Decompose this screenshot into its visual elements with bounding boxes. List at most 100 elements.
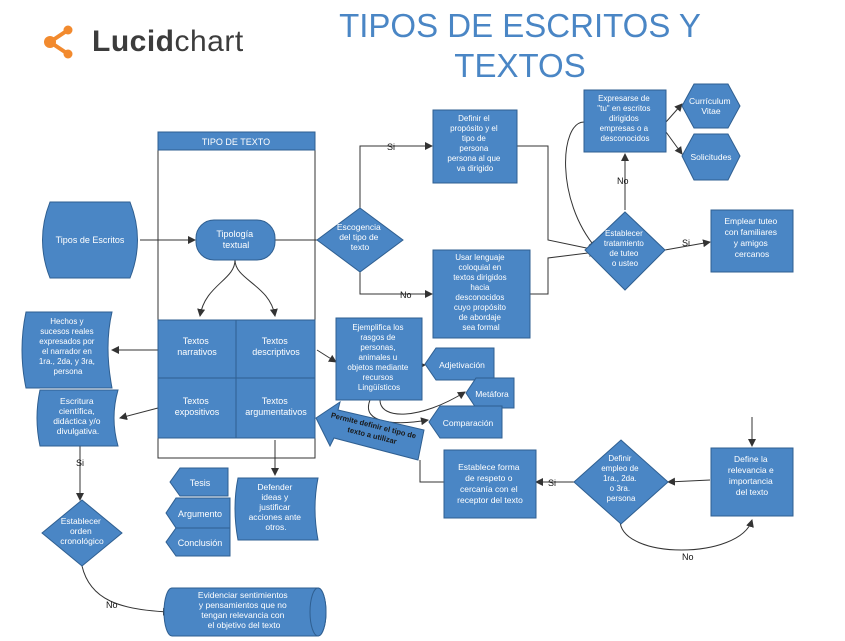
- node-emplear-tuteo[interactable]: Emplear tuteo con familiares y amigos ce…: [710, 209, 794, 273]
- node-define-relevancia[interactable]: Define la relevancia e importancia del t…: [710, 447, 794, 517]
- empleo-line-3: 1ra., 2da.: [603, 474, 637, 483]
- tipologia-line-1: Tipología: [216, 229, 253, 239]
- node-establecer-tratamiento[interactable]: Establecer tratamiento de tuteo o usteo: [584, 211, 666, 291]
- node-metafora[interactable]: Metáfora: [465, 377, 515, 409]
- empleo-line-2: empleo de: [601, 464, 639, 473]
- node-textos-descriptivos[interactable]: Textos descriptivos: [235, 319, 316, 379]
- node-definir-empleo[interactable]: Definir empleo de 1ra., 2da. o 3ra. pers…: [573, 439, 669, 525]
- hechos-line-1: Hechos y: [50, 317, 83, 326]
- node-escogencia[interactable]: Escogencia del tipo de texto: [316, 207, 404, 273]
- edge-label-no-tratamiento: No: [617, 176, 629, 186]
- argumentativos-line-1: Textos: [262, 396, 289, 406]
- node-usar-lenguaje[interactable]: Usar lenguaje coloquial en textos dirigi…: [432, 249, 531, 339]
- node-evidenciar[interactable]: Evidenciar sentimientos y pensamientos q…: [163, 587, 327, 637]
- logo-word-lucid: Lucid: [92, 25, 175, 58]
- node-ejemplifica[interactable]: Ejemplifica los rasgos de personas, anim…: [335, 317, 423, 401]
- node-definir-proposito[interactable]: Definir el propósito y el tipo de person…: [432, 109, 518, 184]
- ejemplifica-line-1: Ejemplifica los: [352, 323, 403, 332]
- hechos-line-4: el narrador en: [42, 347, 92, 356]
- node-curriculum-vitae[interactable]: Currículum Vitae: [681, 83, 741, 129]
- argumentativos-line-2: argumentativos: [245, 407, 307, 417]
- emplear-tuteo-line-3: y amigos: [734, 238, 768, 248]
- escogencia-line-2: del tipo de: [339, 232, 378, 242]
- forma-line-3: cercanía con el: [460, 484, 518, 494]
- descriptivos-line-2: descriptivos: [252, 347, 300, 357]
- node-comparacion[interactable]: Comparación: [428, 405, 503, 439]
- evidenciar-label: Evidenciar sentimientos y pensamientos q…: [198, 590, 290, 630]
- lucidchart-logo-icon: [44, 25, 73, 59]
- usar-lenguaje-line-5: desconocidos: [455, 293, 504, 302]
- tratamiento-line-2: tratamiento: [604, 239, 645, 248]
- node-hechos-sucesos[interactable]: Hechos y sucesos reales expresados por e…: [21, 311, 113, 389]
- usar-lenguaje-line-6: cuyo propósito: [454, 303, 507, 312]
- node-curriculum-label: Currículum Vitae: [689, 96, 733, 116]
- usar-lenguaje-line-8: sea formal: [462, 323, 500, 332]
- escritura-label: Escritura científica, didáctica y/o divu…: [53, 396, 103, 436]
- empleo-label: Definir empleo de 1ra., 2da. o 3ra. pers…: [601, 454, 641, 503]
- tipo-texto-header: TIPO DE TEXTO: [202, 137, 270, 147]
- escogencia-line-1: Escogencia: [337, 222, 381, 232]
- node-expresarse[interactable]: Expresarse de "tu" en escritos dirigidos…: [583, 89, 667, 153]
- node-argumento[interactable]: Argumento: [165, 497, 231, 529]
- node-escritura-cientifica[interactable]: Escritura científica, didáctica y/o divu…: [36, 389, 119, 447]
- node-tipos-escritos-label: Tipos de Escritos: [56, 235, 125, 245]
- node-expresarse-label: Expresarse de "tu" en escritos dirigidos…: [597, 94, 653, 143]
- tratamiento-line-1: Establecer: [605, 229, 643, 238]
- comparacion-label: Comparación: [443, 418, 494, 428]
- establecer-orden-label: Establecer orden cronológico: [60, 516, 104, 546]
- node-solicitudes[interactable]: Solicitudes: [681, 133, 741, 181]
- expresarse-line-1: Expresarse de: [598, 94, 650, 103]
- escritura-line-3: didáctica y/o: [53, 416, 101, 426]
- adjetivacion-label: Adjetivación: [439, 360, 485, 370]
- node-emplear-tuteo-label: Emplear tuteo con familiares y amigos ce…: [724, 216, 779, 259]
- usar-lenguaje-line-7: de abordaje: [459, 313, 502, 322]
- edge-label-no-empleo: No: [682, 552, 694, 562]
- node-permite-definir[interactable]: Permite definir el tipo de texto a utili…: [315, 400, 425, 461]
- ejemplifica-line-5: objetos mediante: [347, 363, 408, 372]
- defender-line-2: ideas y: [261, 492, 289, 502]
- node-escogencia-label: Escogencia del tipo de texto: [337, 222, 383, 252]
- tesis-label: Tesis: [190, 478, 211, 488]
- node-adjetivacion[interactable]: Adjetivación: [424, 347, 495, 381]
- escritura-line-1: Escritura: [60, 396, 94, 406]
- definir-proposito-line-6: va dirigido: [457, 164, 494, 173]
- node-tipos-escritos[interactable]: Tipos de Escritos: [42, 201, 138, 279]
- node-textos-narrativos[interactable]: Textos narrativos: [157, 319, 237, 379]
- node-establecer-orden[interactable]: Establecer orden cronológico: [41, 499, 123, 567]
- emplear-tuteo-line-2: con familiares: [725, 227, 777, 237]
- evidenciar-line-3: tengan relevancia con: [201, 610, 284, 620]
- edge-label-si-tratamiento: Si: [682, 238, 690, 248]
- node-solicitudes-label: Solicitudes: [690, 152, 731, 162]
- node-textos-argumentativos[interactable]: Textos argumentativos: [235, 377, 316, 439]
- node-conclusion[interactable]: Conclusión: [165, 527, 231, 557]
- node-textos-expositivos[interactable]: Textos expositivos: [157, 377, 237, 439]
- forma-line-1: Establece forma: [458, 462, 520, 472]
- emplear-tuteo-line-4: cercanos: [735, 249, 770, 259]
- orden-line-3: cronológico: [60, 536, 104, 546]
- definir-proposito-line-1: Definir el: [458, 114, 490, 123]
- ejemplifica-label: Ejemplifica los rasgos de personas, anim…: [347, 323, 410, 392]
- expresarse-line-2: "tu" en escritos: [597, 104, 650, 113]
- definir-proposito-line-2: propósito y el: [450, 124, 498, 133]
- hechos-line-2: sucesos reales: [40, 327, 93, 336]
- defender-label: Defender ideas y justificar acciones ant…: [249, 482, 304, 532]
- ejemplifica-line-3: personas,: [360, 343, 395, 352]
- argumentativos-label: Textos argumentativos: [245, 396, 307, 417]
- defender-line-3: justificar: [258, 502, 290, 512]
- empleo-line-1: Definir: [608, 454, 631, 463]
- definir-proposito-line-4: persona: [459, 144, 488, 153]
- usar-lenguaje-line-2: coloquial en: [459, 263, 502, 272]
- curriculum-line-1: Currículum: [689, 96, 731, 106]
- node-establece-forma[interactable]: Establece forma de respeto o cercanía co…: [443, 449, 537, 519]
- node-tesis[interactable]: Tesis: [169, 467, 229, 497]
- usar-lenguaje-line-3: textos dirigidos: [453, 273, 506, 282]
- tratamiento-line-4: o usteo: [612, 259, 639, 268]
- definir-proposito-line-3: tipo de: [462, 134, 487, 143]
- hechos-label: Hechos y sucesos reales expresados por e…: [39, 317, 97, 376]
- evidenciar-line-4: el objetivo del texto: [208, 620, 281, 630]
- curriculum-line-2: Vitae: [701, 106, 720, 116]
- node-defender-ideas[interactable]: Defender ideas y justificar acciones ant…: [234, 477, 319, 541]
- argumento-label: Argumento: [178, 509, 222, 519]
- node-tipologia-textual[interactable]: Tipología textual: [195, 219, 276, 261]
